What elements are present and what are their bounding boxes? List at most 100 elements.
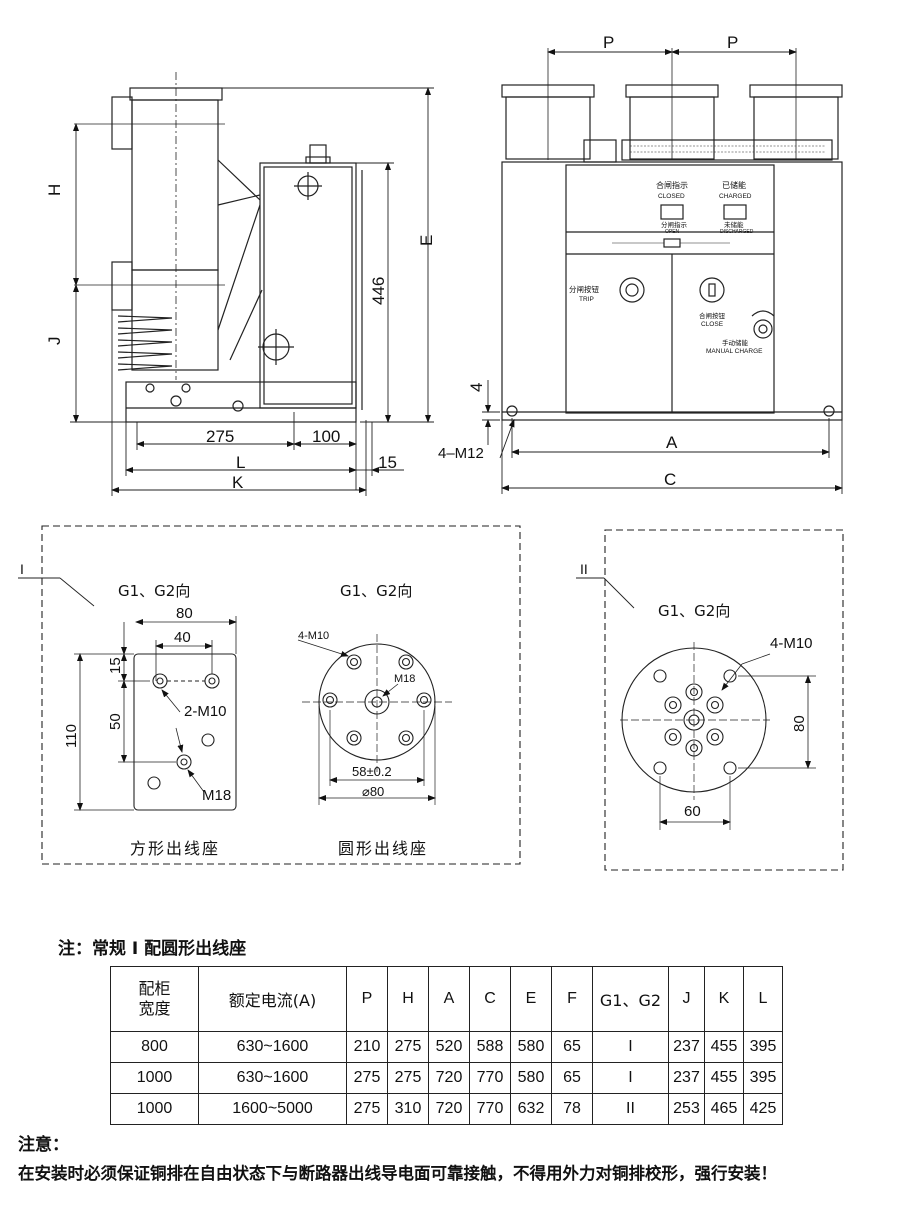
dim-275: 275 [206,427,234,446]
round-hole-4-M10: 4-M10 [298,630,329,642]
col-C: C [469,966,511,1032]
cell: 630~1600 [198,1031,347,1063]
front-panel-labels: 合闸指示 CLOSED 分闸指示 OPEN 已储能 CHARGED 未储能 DI… [569,180,763,355]
square-hole-M18: M18 [202,787,231,804]
bolt-4-M12: 4–M12 [438,445,484,462]
round-hole-M18: M18 [394,673,415,685]
cell: 253 [668,1093,705,1125]
cell: 632 [510,1093,552,1125]
col-H: H [387,966,429,1032]
spec-table: 配柜 宽度 额定电流(A) P H A C E F G1、G2 J K L 80… [110,966,783,1125]
manual-charge-label: 手动储能 [722,338,749,347]
cell: 210 [346,1031,388,1063]
charged-label: 已储能 [722,180,746,190]
cell: I [592,1031,669,1063]
manual-charge-en: MANUAL CHARGE [706,348,763,355]
discharged-label: 未储能 [724,220,744,229]
cell: 580 [510,1031,552,1063]
front-view [501,48,843,421]
col-A: A [428,966,470,1032]
cell: 770 [469,1093,511,1125]
round-dim-58: 58±0.2 [352,764,392,779]
side-view-labels: H J E 446 275 100 L 15 K [45,184,436,492]
cell: 580 [510,1062,552,1094]
dim-A: A [666,433,678,452]
table-row: 1000 630~1600 275 275 720 770 580 65 I 2… [110,1062,783,1094]
col-E: E [510,966,552,1032]
square-dim-80: 80 [176,605,193,622]
col-rated-current: 额定电流(A) [198,966,347,1032]
table-header-row: 配柜 宽度 额定电流(A) P H A C E F G1、G2 J K L [110,966,783,1032]
cell: 237 [668,1031,705,1063]
cell: 275 [387,1031,429,1063]
cell: 455 [704,1062,744,1094]
open-indicator-en: OPEN [665,229,680,235]
closed-indicator-en: CLOSED [658,193,685,200]
dim-J: J [45,337,64,346]
cell: 275 [387,1062,429,1094]
trip-label: 分闸按钮 [569,284,599,294]
cell: 237 [668,1062,705,1094]
col-K: K [704,966,744,1032]
cell: 395 [743,1031,783,1063]
cell: 770 [469,1062,511,1094]
cell: 1000 [110,1062,199,1094]
dim-E: E [417,235,436,246]
dim-15: 15 [378,453,397,472]
side-view-dimensions [70,87,434,496]
front-view-labels: P P A C 4 4–M12 [438,33,738,489]
discharged-en: DISCHARGED [720,229,754,235]
cell: 720 [428,1093,470,1125]
cell: 588 [469,1031,511,1063]
square-seat-direction: G1、G2向 [118,582,190,600]
col-L: L [743,966,783,1032]
cell: 78 [551,1093,593,1125]
close-label: 合闸按钮 [699,311,726,320]
cell: 425 [743,1093,783,1125]
cell: 275 [346,1062,388,1094]
cell: I [592,1062,669,1094]
table-row: 1000 1600~5000 275 310 720 770 632 78 II… [110,1093,783,1125]
square-dim-40: 40 [174,629,191,646]
cell: 520 [428,1031,470,1063]
dim-P-right: P [727,33,738,52]
dim-4: 4 [467,383,486,392]
round-seat-direction: G1、G2向 [340,582,412,600]
round-dim-d80: ⌀80 [362,784,384,799]
dim-H: H [45,184,64,196]
notice-title: 注意： [18,1135,69,1155]
front-view-dimensions [482,49,843,494]
cell: 310 [387,1093,429,1125]
dim-P-left: P [603,33,614,52]
col-G1-G2: G1、G2 [592,966,669,1032]
square-dim-15: 15 [107,657,124,674]
square-seat-caption: 方形出线座 [130,839,220,858]
side-view [74,72,363,423]
detail-II-roman: II [580,561,588,577]
cell: 1000 [110,1093,199,1125]
cooling-grill [630,145,826,153]
cell: 65 [551,1062,593,1094]
col-J: J [668,966,705,1032]
cell: 395 [743,1062,783,1094]
detail-II [576,529,844,871]
detail-I-labels: I G1、G2向 G1、G2向 80 40 15 50 110 2-M10 M1… [20,561,428,858]
square-dim-50: 50 [107,713,124,730]
round-seat-caption: 圆形出线座 [338,839,428,858]
dim-100: 100 [312,427,340,446]
dim-C: C [664,470,676,489]
cell: 630~1600 [198,1062,347,1094]
detail-II-dim-60: 60 [684,803,701,820]
col-cabinet-width: 配柜 宽度 [110,966,199,1032]
charged-en: CHARGED [719,193,752,200]
cell: 800 [110,1031,199,1063]
cell: 465 [704,1093,744,1125]
cell: 1600~5000 [198,1093,347,1125]
square-dim-110: 110 [63,724,80,748]
detail-I-roman: I [20,561,24,577]
notice-body: 在安装时必须保证铜排在自由状态下与断路器出线导电面可靠接触，不得用外力对铜排校形… [18,1164,777,1183]
table-note: 注：常规 I 配圆形出线座 [58,939,247,959]
detail-II-dim-80: 80 [791,715,808,732]
col-F: F [551,966,593,1032]
col-P: P [346,966,388,1032]
